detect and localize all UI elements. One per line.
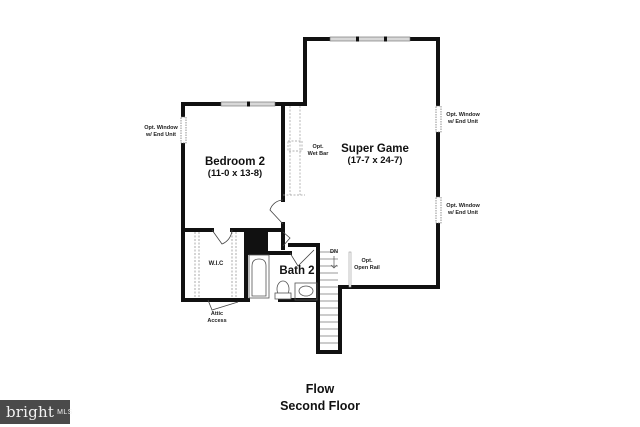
note-opt-open-rail: Opt. Open Rail xyxy=(354,258,380,271)
room-name: Bedroom 2 xyxy=(204,156,266,168)
attic-access-door xyxy=(207,299,239,311)
room-name: Super Game xyxy=(341,143,409,155)
down-arrow-icon xyxy=(330,256,338,269)
optional-windows xyxy=(180,105,442,224)
note-attic-access: Attic Access xyxy=(207,311,227,324)
note-stair-dn: DN xyxy=(330,249,338,255)
room-wic: W.I.C xyxy=(208,261,224,267)
note-opt-window-right-top: Opt. Window w/ End Unit xyxy=(446,112,480,125)
room-dimensions: (17-7 x 24-7) xyxy=(347,155,403,167)
stairs xyxy=(320,251,338,344)
watermark-suffix: MLS xyxy=(57,408,73,416)
bath-door xyxy=(289,249,315,267)
room-super-game: Super Game (17-7 x 24-7) xyxy=(330,143,420,167)
note-opt-wet-bar: Opt. Wet Bar xyxy=(307,144,329,157)
plan-title: Flow xyxy=(305,382,335,396)
wic-shelving xyxy=(194,232,237,298)
linen-closet xyxy=(248,231,268,253)
bathtub xyxy=(248,254,270,299)
room-dimensions: (11-0 x 13-8) xyxy=(207,168,263,180)
wic-door xyxy=(211,229,233,245)
sink xyxy=(294,282,318,301)
plan-subtitle: Second Floor xyxy=(280,399,360,413)
closet-door xyxy=(282,231,291,247)
note-opt-window-right-bottom: Opt. Window w/ End Unit xyxy=(446,203,480,216)
wet-bar xyxy=(283,106,305,196)
room-bath-2: Bath 2 xyxy=(279,265,315,277)
watermark-brand: bright xyxy=(6,403,55,421)
toilet xyxy=(274,280,292,300)
note-opt-window-left: Opt. Window w/ End Unit xyxy=(144,125,178,138)
bedroom-door xyxy=(269,199,284,225)
room-bedroom-2: Bedroom 2 (11-0 x 13-8) xyxy=(193,156,277,180)
windows xyxy=(220,36,411,107)
walls xyxy=(181,37,440,354)
open-rail xyxy=(348,251,352,288)
